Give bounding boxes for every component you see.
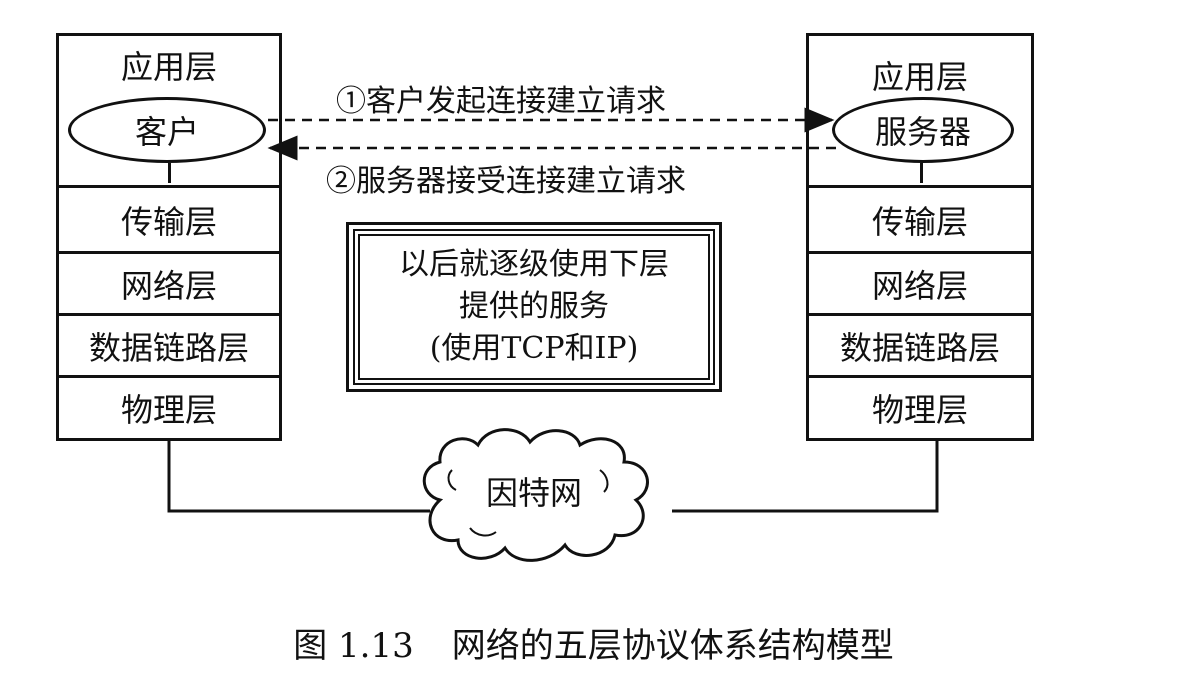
server-network-layer: 网络层 — [809, 251, 1031, 313]
request-message-label: ①客户发起连接建立请求 — [336, 84, 666, 119]
client-transport-layer: 传输层 — [59, 185, 279, 251]
server-process-stem — [920, 163, 923, 183]
server-physical-link — [672, 441, 939, 513]
internet-cloud-icon — [422, 428, 649, 562]
server-physical-layer: 物理层 — [809, 375, 1031, 438]
note-line-3: (使用TCP和IP) — [429, 331, 639, 366]
figure-caption: 图 1.13 网络的五层协议体系结构模型 — [0, 618, 1187, 667]
client-physical-layer: 物理层 — [59, 375, 279, 438]
client-process-oval: 客户 — [68, 97, 266, 163]
client-network-layer: 网络层 — [59, 251, 279, 313]
server-application-layer-label: 应用层 — [871, 58, 968, 96]
service-note-box: 以后就逐级使用下层 提供的服务 (使用TCP和IP) — [346, 222, 722, 392]
client-process-stem — [168, 163, 171, 183]
figure-title: 网络的五层协议体系结构模型 — [451, 626, 894, 666]
server-process-oval: 服务器 — [832, 97, 1014, 163]
server-data-link-layer: 数据链路层 — [809, 313, 1031, 375]
internet-label: 因特网 — [485, 474, 582, 512]
server-protocol-stack: 应用层 传输层 网络层 数据链路层 物理层 — [806, 33, 1034, 441]
client-application-layer-label: 应用层 — [120, 48, 217, 86]
note-line-2: 提供的服务 — [459, 289, 609, 324]
client-physical-link — [167, 441, 430, 513]
server-transport-layer: 传输层 — [809, 185, 1031, 251]
client-protocol-stack: 应用层 传输层 网络层 数据链路层 物理层 — [56, 33, 282, 441]
figure-number: 图 1.13 — [293, 626, 414, 666]
accept-message-label: ②服务器接受连接建立请求 — [326, 164, 686, 199]
note-line-1: 以后就逐级使用下层 — [399, 247, 669, 282]
client-data-link-layer: 数据链路层 — [59, 313, 279, 375]
